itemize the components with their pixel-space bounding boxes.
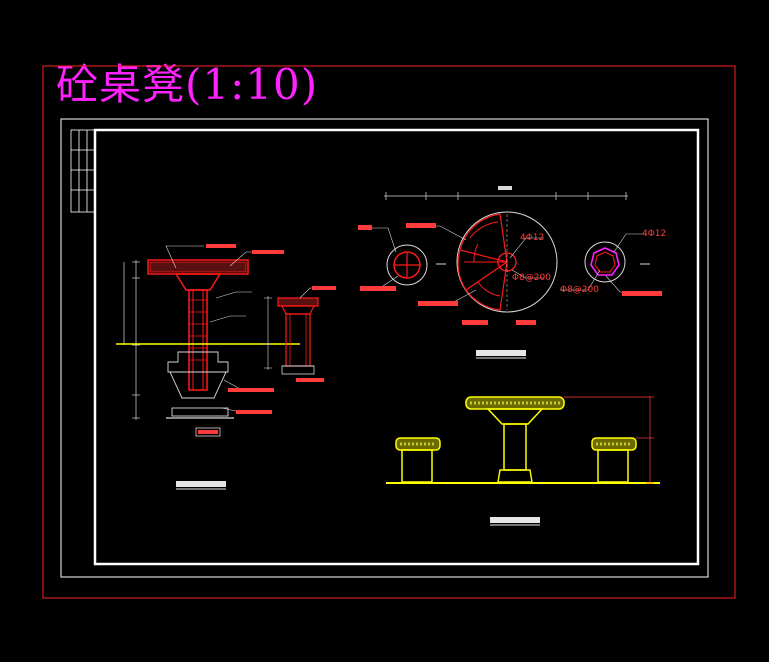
sheet-white-frame bbox=[60, 118, 709, 578]
label-4phi12-table: 4Φ12 bbox=[520, 233, 544, 243]
elevation-drawing bbox=[386, 396, 660, 526]
label-phi8-table: Φ8@200 bbox=[512, 273, 551, 283]
label-phi8-stool: Φ8@200 bbox=[560, 285, 599, 295]
drawing-title: 砼桌凳(1:10) bbox=[56, 60, 319, 109]
plan-view-drawing: 4Φ12 Φ8@200 Φ8@200 4Φ12 bbox=[358, 186, 666, 359]
table-section-drawing bbox=[116, 244, 300, 490]
left-title-block bbox=[70, 129, 96, 213]
label-4phi12-stool: 4Φ12 bbox=[642, 229, 666, 239]
outer-red-frame bbox=[42, 65, 736, 599]
bench-section-drawing bbox=[264, 286, 336, 382]
inner-white-frame bbox=[93, 128, 700, 566]
